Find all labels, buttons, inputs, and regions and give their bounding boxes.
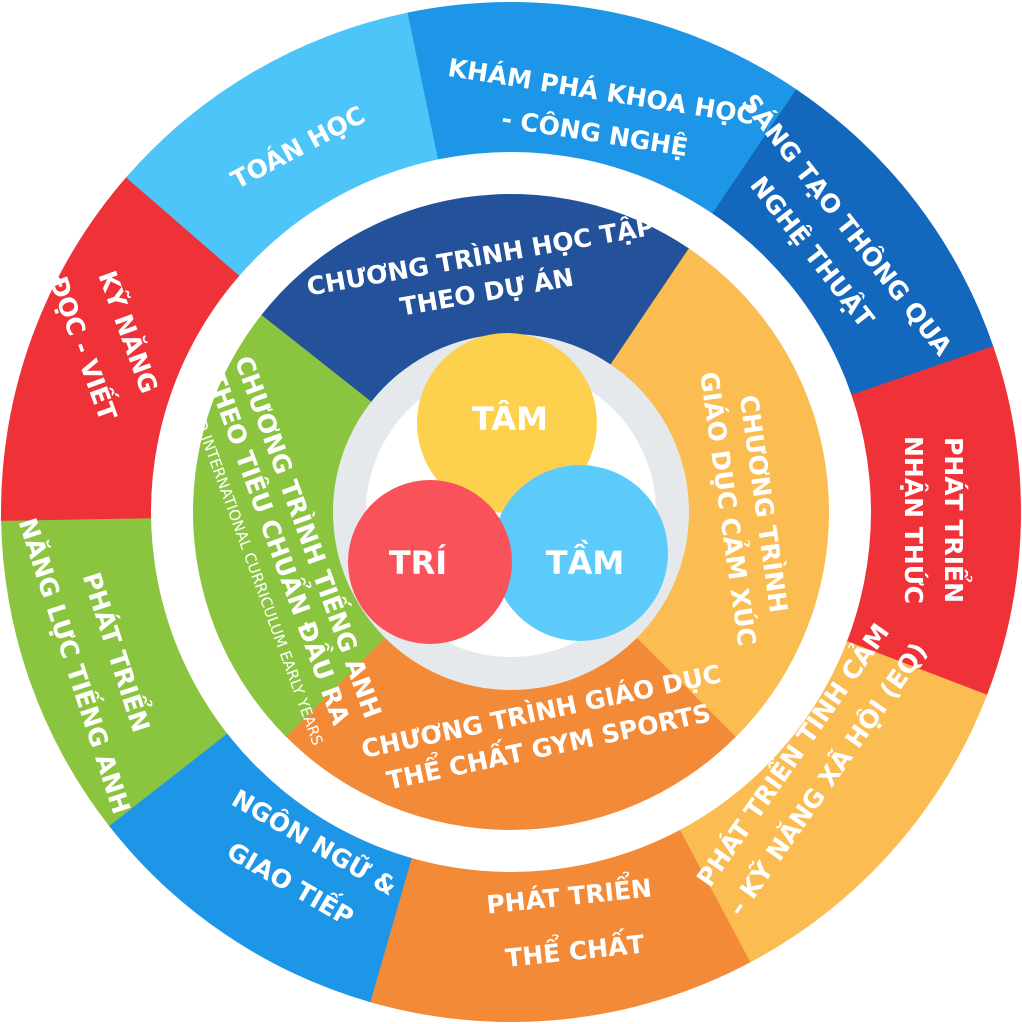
core-label-tam-vision: TẦM <box>546 540 624 582</box>
core-label-tam: TÂM <box>472 400 548 438</box>
core-circle-tam <box>417 333 597 513</box>
core-circle-tam-vision <box>492 465 668 641</box>
core-label-tri: TRÍ <box>389 544 447 582</box>
core-circle-tri <box>348 480 512 644</box>
outer-label-cognition: PHÁT TRIỂNNHẬN THỨC <box>899 436 973 604</box>
